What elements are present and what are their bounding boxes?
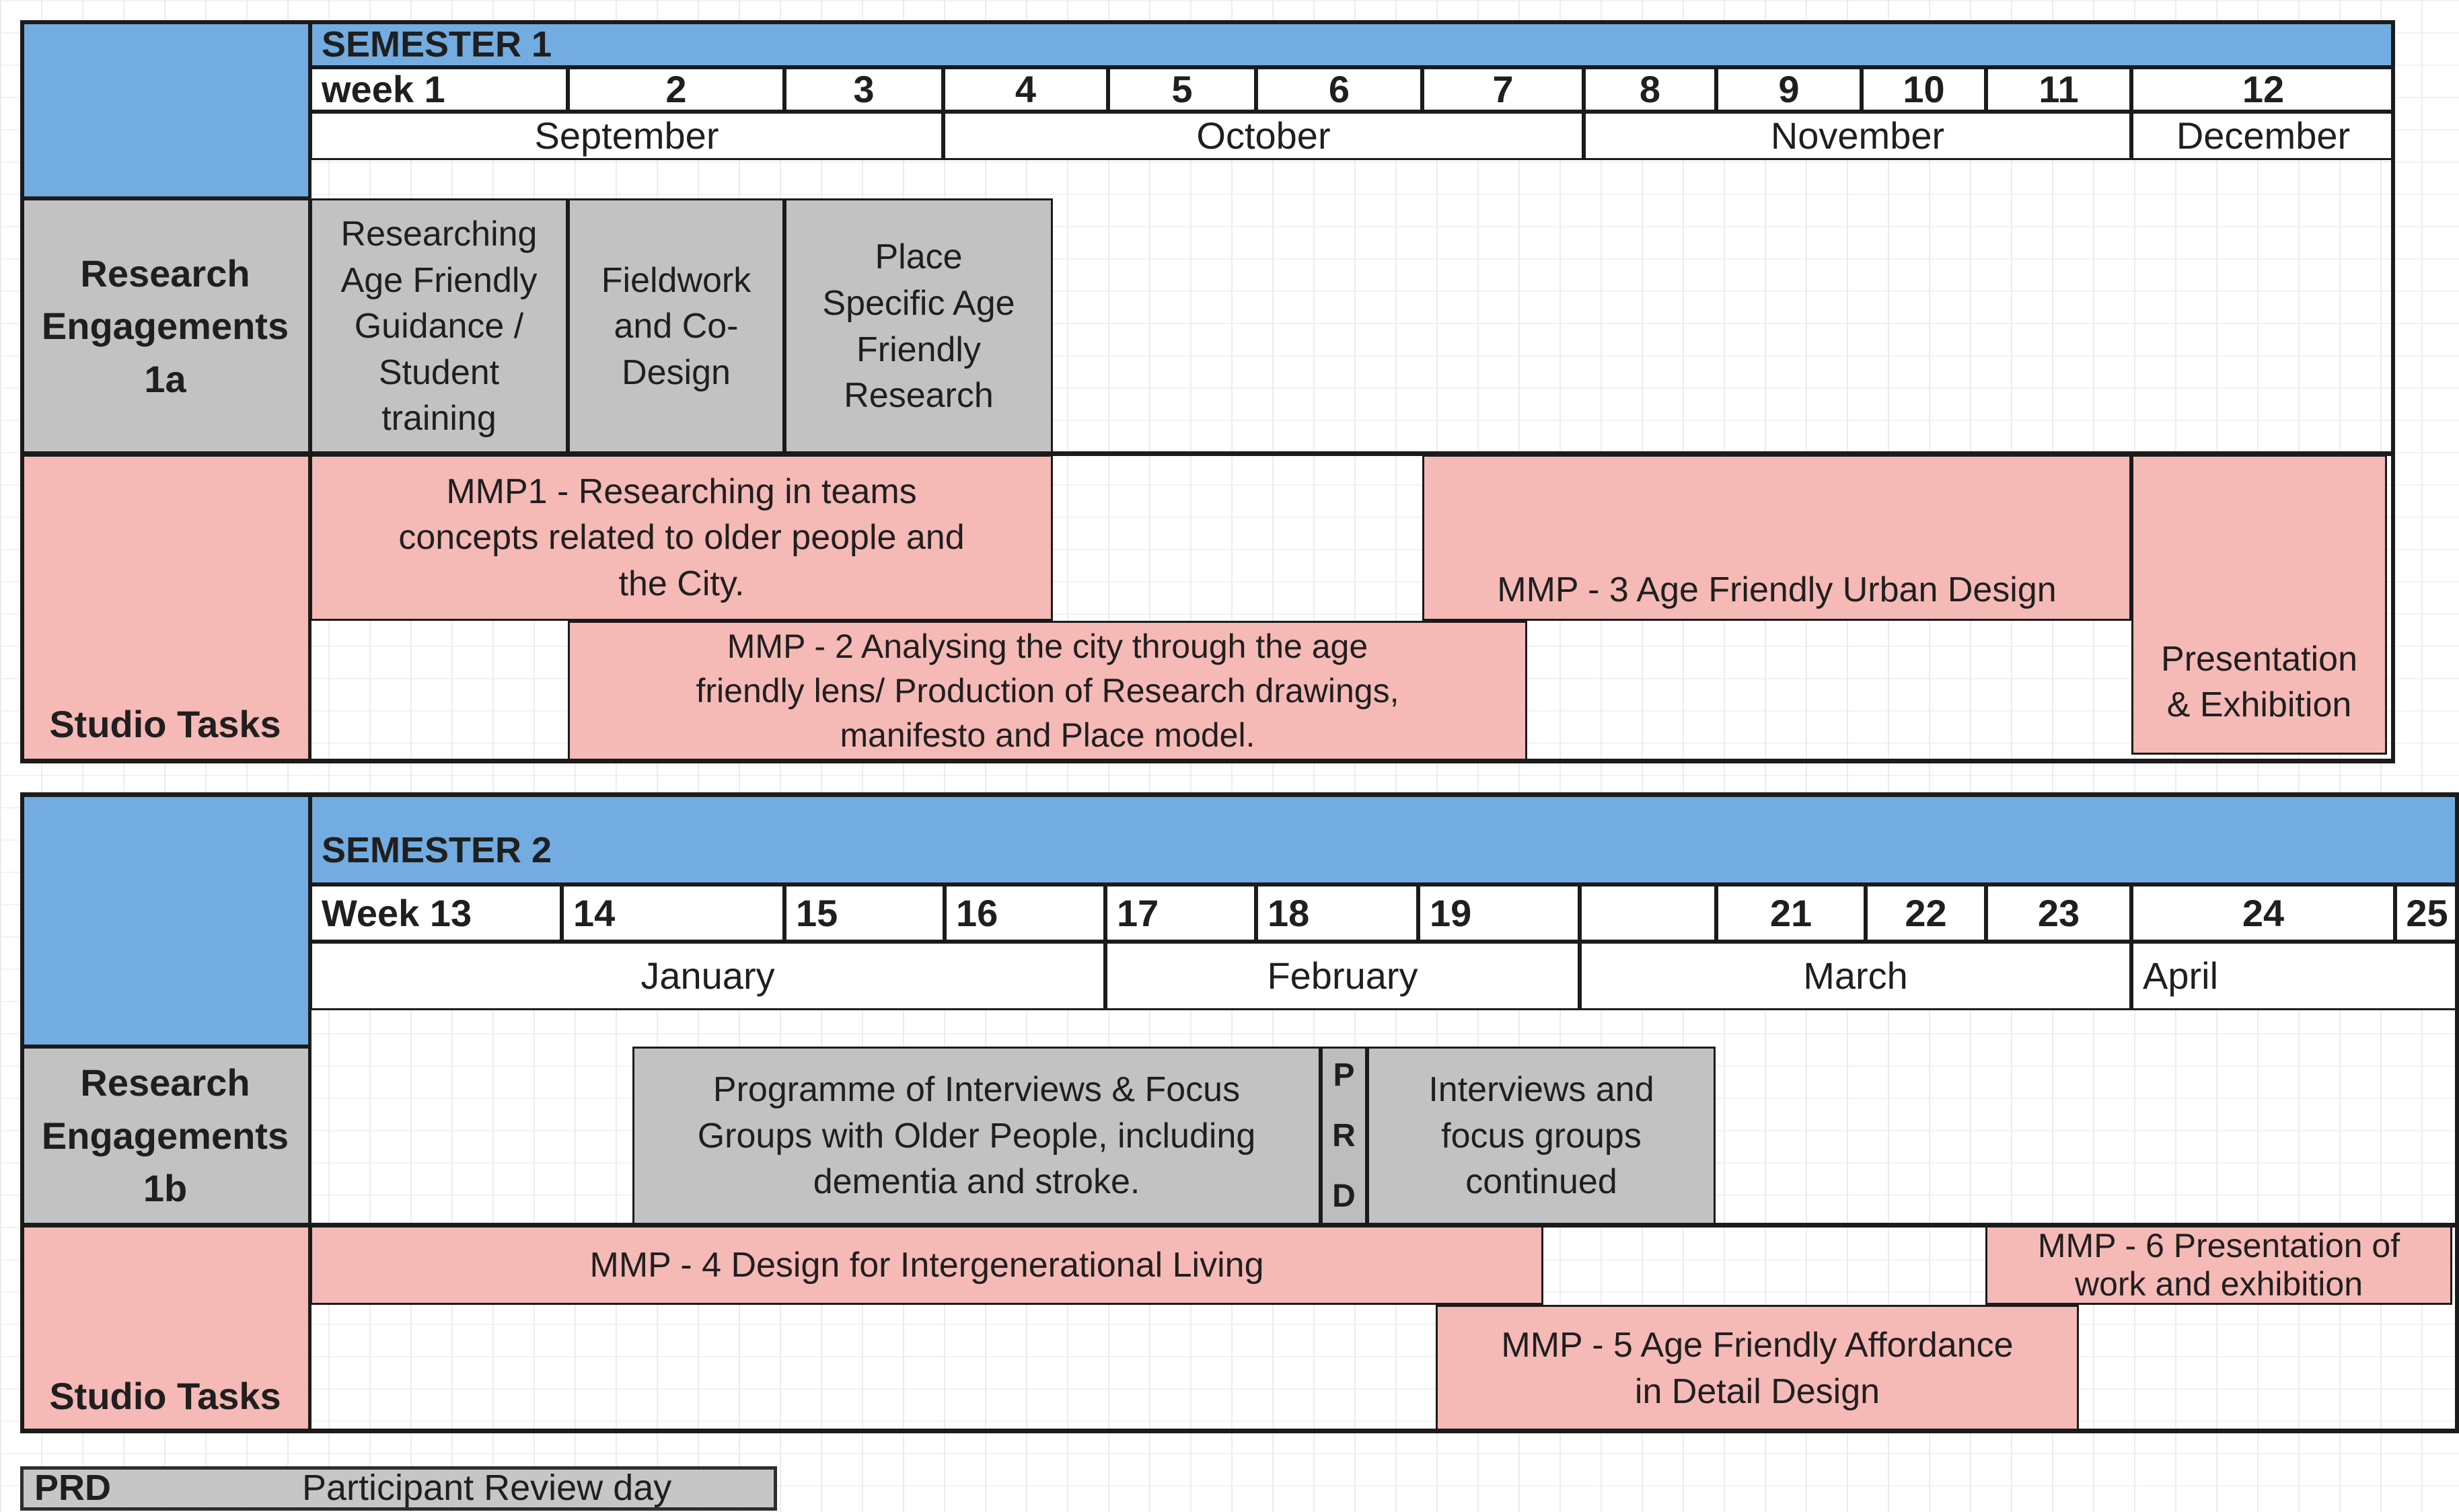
s1-row-label-research-engagements-1a: Research Engagements 1a — [20, 198, 310, 455]
s1-task-mmp3: MMP - 3 Age Friendly Urban Design — [1422, 455, 2131, 621]
s1-label-column-divider — [308, 22, 311, 761]
s1-week-10: 10 — [1862, 67, 1986, 112]
s2-week-14: 14 — [562, 884, 784, 942]
legend-value: Participant Review day — [302, 1468, 672, 1509]
s2-prd-cell: P R D — [1321, 1047, 1367, 1225]
s2-corner-cell — [20, 794, 310, 1047]
prd-letter-p: P — [1333, 1057, 1355, 1093]
s2-task-mmp5: MMP - 5 Age Friendly Affordance in Detai… — [1436, 1305, 2079, 1433]
s2-week-22: 22 — [1866, 884, 1986, 942]
s1-week-9: 9 — [1716, 67, 1862, 112]
s1-week-8: 8 — [1584, 67, 1716, 112]
s2-month-january: January — [310, 942, 1105, 1010]
s1-month-november: November — [1584, 112, 2131, 160]
s2-week-24: 24 — [2131, 884, 2395, 942]
s1-row-label-studio-tasks: Studio Tasks — [20, 455, 310, 761]
s1-week-12: 12 — [2131, 67, 2395, 112]
s1-task-presentation-exhibition: Presentation & Exhibition — [2131, 455, 2387, 755]
s1-section-divider — [20, 451, 2395, 456]
s1-task-mmp1: MMP1 - Researching in teams concepts rel… — [310, 455, 1053, 621]
s2-week-23: 23 — [1986, 884, 2131, 942]
s1-week-3: 3 — [784, 67, 943, 112]
s2-week-17: 17 — [1105, 884, 1256, 942]
s2-border-top — [20, 792, 2459, 797]
s2-label-column-divider — [308, 794, 311, 1433]
s2-week-21: 21 — [1716, 884, 1866, 942]
s2-week-18: 18 — [1256, 884, 1418, 942]
s1-month-october: October — [943, 112, 1584, 160]
s2-week-blank — [1580, 884, 1716, 942]
s2-month-march: March — [1580, 942, 2131, 1010]
legend-row: PRD Participant Review day — [20, 1466, 777, 1511]
s2-border-bottom — [20, 1429, 2459, 1433]
s1-week-2: 2 — [568, 67, 784, 112]
s2-engagement-interviews-continued: Interviews and focus groups continued — [1367, 1047, 1716, 1225]
s2-title: SEMESTER 2 — [310, 794, 2459, 884]
s1-title: SEMESTER 1 — [310, 22, 2395, 67]
s2-month-april: April — [2131, 942, 2459, 1010]
s2-week-15: 15 — [784, 884, 945, 942]
s1-border-right — [2391, 20, 2395, 763]
s1-task-mmp2: MMP - 2 Analysing the city through the a… — [568, 621, 1527, 761]
prd-letter-r: R — [1332, 1118, 1356, 1154]
prd-letter-d: D — [1332, 1178, 1356, 1214]
s2-engagement-programme-interviews: Programme of Interviews & Focus Groups w… — [632, 1047, 1321, 1225]
s2-section-divider — [20, 1223, 2459, 1227]
s1-week-1: week 1 — [310, 67, 568, 112]
s1-month-september: September — [310, 112, 943, 160]
s2-border-right — [2455, 792, 2459, 1433]
s2-week-25: 25 — [2395, 884, 2459, 942]
s2-week-16: 16 — [945, 884, 1105, 942]
s2-week-13: Week 13 — [310, 884, 562, 942]
s1-week-6: 6 — [1256, 67, 1422, 112]
s1-month-december: December — [2131, 112, 2395, 160]
s1-engagement-researching-guidance: Researching Age Friendly Guidance / Stud… — [310, 198, 568, 455]
s2-week-19: 19 — [1418, 884, 1580, 942]
legend-key: PRD — [34, 1468, 112, 1509]
s1-week-4: 4 — [943, 67, 1108, 112]
s1-corner-cell — [20, 22, 310, 198]
s1-week-5: 5 — [1108, 67, 1256, 112]
s2-row-label-research-engagements-1b: Research Engagements 1b — [20, 1047, 310, 1225]
s1-border-top — [20, 20, 2395, 24]
s2-task-mmp6: MMP - 6 Presentation of work and exhibit… — [1985, 1225, 2452, 1305]
s2-row-label-studio-tasks: Studio Tasks — [20, 1225, 310, 1433]
s1-border-bottom — [20, 759, 2395, 763]
s1-engagement-place-specific: Place Specific Age Friendly Research — [784, 198, 1053, 455]
s2-month-february: February — [1105, 942, 1580, 1010]
s1-week-7: 7 — [1422, 67, 1584, 112]
s1-border-left — [20, 20, 24, 763]
s2-border-left — [20, 792, 24, 1433]
s1-week-11: 11 — [1986, 67, 2131, 112]
s1-engagement-fieldwork-codesign: Fieldwork and Co- Design — [568, 198, 784, 455]
s2-task-mmp4: MMP - 4 Design for Intergenerational Liv… — [310, 1225, 1543, 1305]
